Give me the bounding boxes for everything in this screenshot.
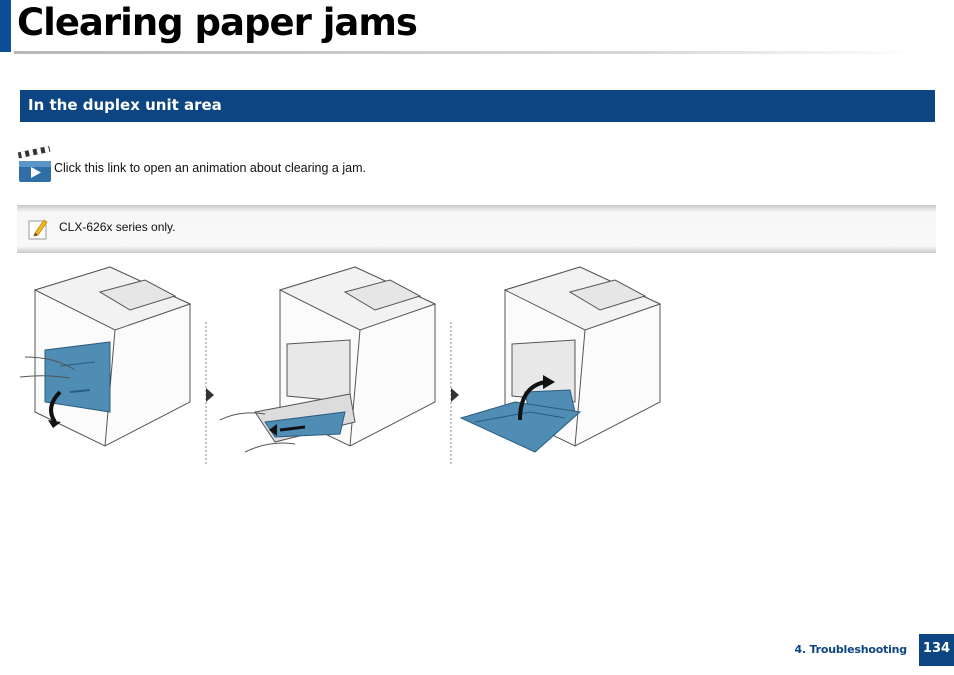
illustration-strip (19, 266, 662, 466)
animation-link[interactable]: Click this link to open an animation abo… (54, 161, 366, 175)
footer-chapter-label: 4. Troubleshooting (794, 643, 907, 656)
animation-link-row[interactable]: Click this link to open an animation abo… (17, 146, 617, 186)
clapperboard-play-icon[interactable] (17, 146, 53, 184)
section-title: In the duplex unit area (28, 96, 222, 114)
note-text: CLX-626x series only. (59, 220, 176, 234)
page-title: Clearing paper jams (17, 1, 418, 44)
section-header: In the duplex unit area (20, 90, 935, 122)
header-accent-bar (0, 0, 11, 52)
step-2-illustration (219, 266, 437, 453)
note-pencil-icon (28, 219, 48, 240)
step-1-illustration (19, 266, 192, 447)
step-3-illustration (459, 266, 662, 453)
page-number: 134 (919, 634, 954, 666)
note-box: CLX-626x series only. (17, 205, 936, 253)
title-underline (14, 51, 919, 54)
